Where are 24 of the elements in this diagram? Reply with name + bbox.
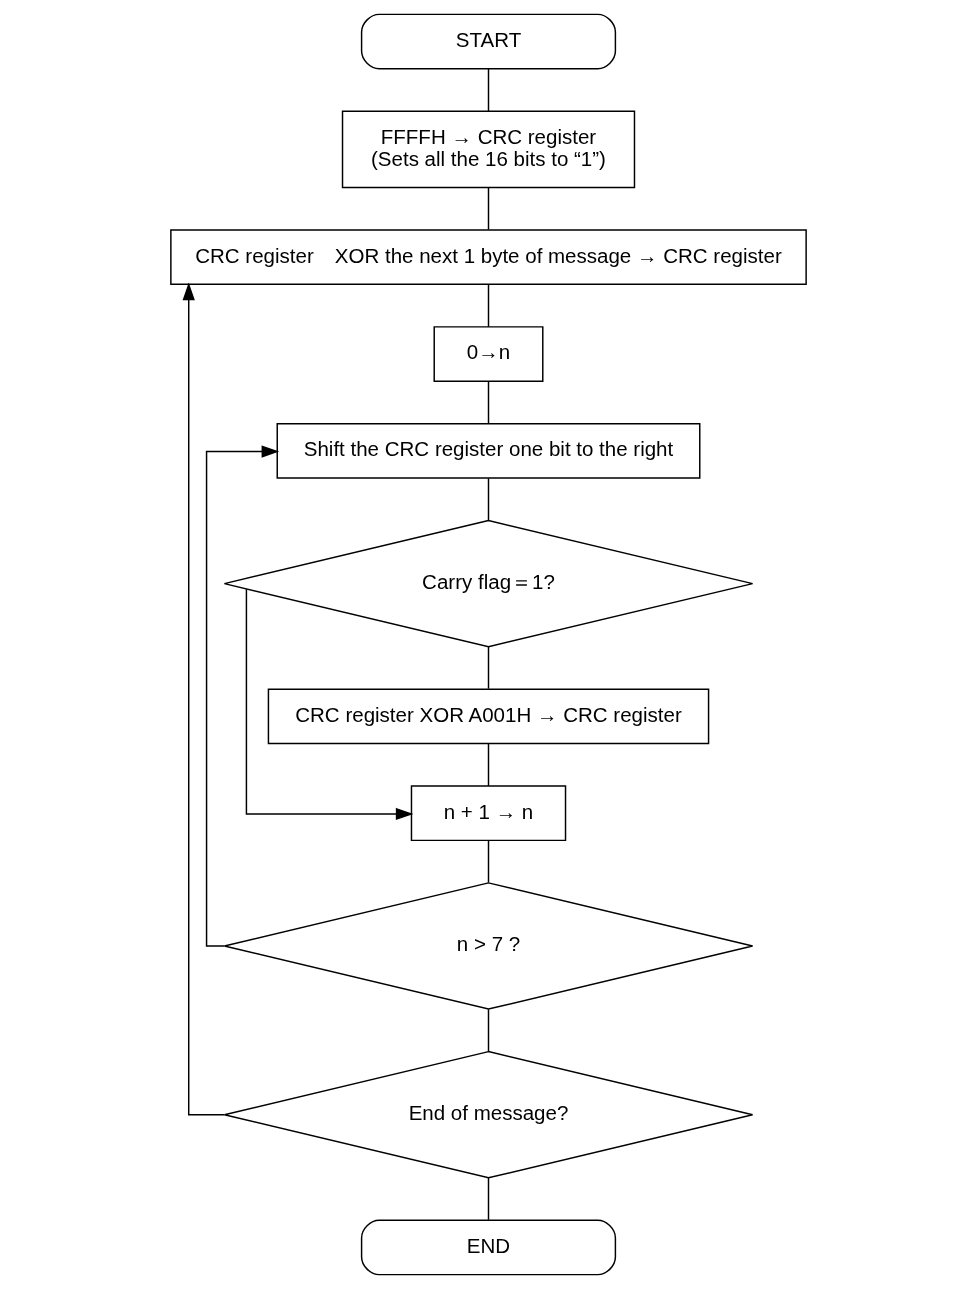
node-box: START	[360, 13, 617, 70]
connector	[487, 1008, 490, 1053]
connector	[487, 1177, 490, 1221]
connector	[487, 646, 490, 690]
connector	[487, 840, 490, 884]
arrow	[205, 445, 280, 947]
node-box: n + 1 → n	[410, 785, 567, 842]
connector	[487, 68, 490, 112]
node-box: FFFFH → CRC register (Sets all the 16 bits to “1”)	[341, 110, 636, 189]
node-box: CRC register XOR the next 1 byte of message → CRC register	[170, 229, 807, 286]
node-diamond: Carry flag＝1?	[223, 519, 754, 648]
connector	[487, 477, 490, 521]
node-diamond: End of message?	[223, 1050, 754, 1179]
connector	[487, 743, 490, 787]
arrow	[182, 282, 226, 1116]
node-box: CRC register XOR A001H → CRC register	[267, 688, 710, 745]
arrow	[245, 588, 414, 821]
node-box: END	[360, 1219, 617, 1276]
connector	[487, 283, 490, 328]
connector	[487, 380, 490, 425]
node-diamond: n > 7 ?	[223, 882, 754, 1010]
node-box: 0→n	[433, 326, 544, 382]
connector	[487, 186, 490, 231]
node-box: Shift the CRC register one bit to the right	[276, 422, 701, 479]
